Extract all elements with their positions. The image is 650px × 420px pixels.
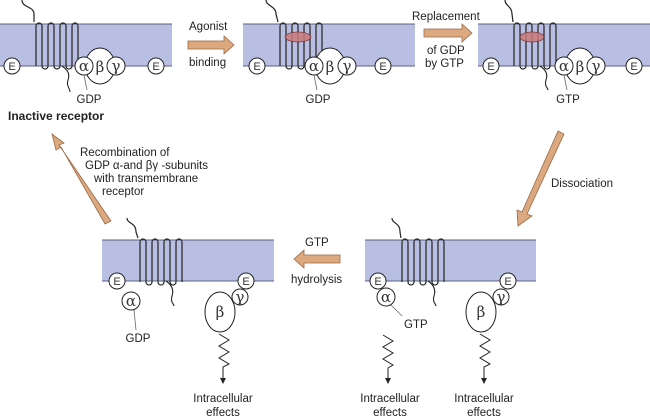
beta-subunit: β [216, 303, 225, 321]
svg-text:effects: effects [373, 407, 407, 419]
seven-transmembrane-receptor [139, 238, 183, 286]
svg-text:E: E [242, 276, 249, 288]
beta-subunit: β [96, 58, 105, 76]
gdp-label: GDP [306, 94, 331, 106]
arrow-recombination: Recombination of GDP α-and βγ -subunits … [51, 133, 208, 225]
seven-transmembrane-receptor [401, 238, 445, 286]
alpha-subunit: α [126, 292, 136, 310]
arrow-agonist-binding: Agonist binding [187, 21, 235, 69]
svg-text:E: E [487, 61, 494, 73]
svg-text:hydrolysis: hydrolysis [291, 274, 342, 286]
effects-label: Intracellular [454, 393, 514, 405]
g-protein-heterotrimer: α β γ [554, 47, 606, 85]
gtp-label: GTP [556, 94, 580, 106]
svg-text:GDP α-and βγ -subunits: GDP α-and βγ -subunits [85, 160, 208, 172]
svg-text:α: α [309, 57, 319, 75]
panel-dissociated: E α GTP Intracellular effects E γ β Intr… [360, 217, 536, 419]
panel-agonist-bound: E E α β γ GDP [243, 0, 415, 106]
svg-text:E: E [253, 61, 260, 73]
beta-subunit: β [477, 303, 486, 321]
panel-gtp-bound: E E α β γ GTP [478, 0, 650, 106]
effector-left: E [482, 57, 500, 75]
panel-inactive: E E α β γ GDP Inactive receptor [0, 0, 172, 123]
svg-text:effects: effects [467, 407, 501, 419]
arrow-gdp-replacement: Replacement of GDP by GTP [412, 11, 481, 70]
signal-zigzag [218, 333, 231, 380]
signal-zigzag [479, 333, 492, 380]
receptor-n-terminus [21, 0, 35, 22]
svg-text:α: α [559, 57, 569, 75]
svg-text:E: E [8, 61, 15, 73]
svg-text:of GDP: of GDP [427, 45, 465, 57]
effects-label: Intracellular [360, 393, 420, 405]
g-protein-heterotrimer: α β γ [304, 47, 357, 85]
svg-text:E: E [152, 61, 159, 73]
svg-text:Recombination of: Recombination of [80, 147, 170, 159]
effector-betagamma: E [499, 272, 517, 290]
svg-text:γ: γ [343, 57, 352, 75]
svg-text:E: E [630, 61, 637, 73]
effector-left: E [248, 57, 266, 75]
svg-text:receptor: receptor [102, 186, 144, 198]
gdp-label: GDP [77, 94, 102, 106]
alpha-subunit: α [381, 288, 391, 306]
gamma-subunit: γ [497, 288, 506, 306]
gdp-label: GDP [126, 333, 151, 345]
svg-text:binding: binding [189, 57, 226, 69]
svg-text:γ: γ [592, 57, 601, 75]
seven-transmembrane-receptor [35, 22, 79, 70]
svg-text:Agonist: Agonist [189, 21, 228, 33]
svg-text:effects: effects [206, 407, 240, 419]
alpha-subunit: α [79, 57, 89, 75]
svg-text:with transmembrane: with transmembrane [93, 173, 198, 185]
arrow-gtp-hydrolysis: GTP hydrolysis [291, 237, 342, 286]
svg-text:E: E [504, 276, 511, 288]
inactive-receptor-caption: Inactive receptor [8, 109, 104, 123]
effector-left: E [3, 57, 21, 75]
gtp-label: GTP [404, 319, 428, 331]
svg-text:by GTP: by GTP [425, 58, 464, 70]
effector-right: E [625, 57, 643, 75]
arrow-dissociation: Dissociation [516, 130, 613, 227]
signal-zigzag [382, 334, 394, 380]
svg-text:β: β [326, 58, 335, 76]
svg-text:β: β [576, 58, 585, 76]
gamma-subunit: γ [236, 288, 245, 306]
effector-alpha: E [369, 272, 387, 290]
g-protein-heterotrimer: α β γ [74, 47, 126, 85]
effector-betagamma: E [237, 272, 255, 290]
svg-text:GTP: GTP [305, 237, 329, 249]
svg-text:Replacement: Replacement [412, 11, 481, 23]
bound-agonist [519, 31, 545, 43]
svg-text:E: E [379, 61, 386, 73]
svg-text:Dissociation: Dissociation [551, 178, 613, 190]
panel-hydrolysed: E α GDP E γ β Intracellular effects [102, 217, 274, 419]
svg-text:E: E [374, 276, 381, 288]
effector-alpha: E [108, 272, 126, 290]
gamma-subunit: γ [112, 57, 121, 75]
effector-right: E [147, 57, 165, 75]
bound-agonist [284, 31, 312, 43]
effector-right: E [374, 57, 392, 75]
effects-label: Intracellular [193, 393, 253, 405]
seven-transmembrane-receptor [513, 22, 557, 70]
svg-text:E: E [113, 276, 120, 288]
